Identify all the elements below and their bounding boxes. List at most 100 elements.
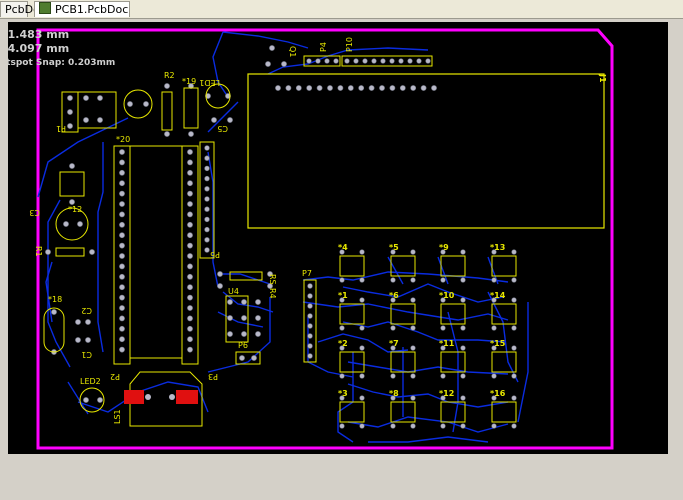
p6-label: P6	[238, 341, 248, 350]
ic-pin	[187, 169, 193, 176]
keypad-switch-body	[491, 401, 517, 423]
ic-pin	[187, 159, 193, 166]
switch-pin	[410, 345, 416, 351]
led1-label: LED1	[199, 78, 220, 87]
pad	[281, 61, 287, 67]
resistor-rs	[229, 271, 263, 281]
s19-label: *19	[182, 77, 196, 86]
ic-pin	[187, 242, 193, 249]
header-pin	[307, 343, 313, 349]
c5-label: C5	[217, 124, 228, 133]
keypad-switch-label: *4	[338, 243, 348, 252]
keypad-switch-label: *9	[439, 243, 449, 252]
p7-label: P7	[302, 269, 312, 278]
pad	[211, 117, 217, 123]
pad	[75, 337, 81, 343]
switch-pin	[460, 297, 466, 303]
switch-pin	[460, 325, 466, 331]
r1-label: R1	[34, 246, 43, 257]
ic-pin	[119, 294, 125, 301]
hud-x-readout: 81.483 mm	[8, 28, 70, 41]
keypad-switch-body	[491, 255, 517, 277]
connector-p1b	[77, 91, 117, 129]
header-p5	[199, 141, 215, 259]
switch-pin	[390, 277, 396, 283]
r4-label: R4	[268, 288, 277, 299]
pad	[269, 45, 275, 51]
pad	[227, 117, 233, 123]
header-pin	[307, 333, 313, 339]
switch-pin	[339, 373, 345, 379]
pad	[127, 101, 133, 107]
keypad-switches: *4*5*9*13*1*6*10*14*2*7*11*15*3*8*12*16	[338, 243, 517, 423]
tab-pcb1-pcbdoc[interactable]: PCB1.PcbDoc	[34, 1, 130, 17]
switch-pin	[390, 249, 396, 255]
header-pin	[204, 186, 210, 192]
header-pin	[425, 58, 431, 64]
j1-label: J1	[598, 73, 607, 83]
switch-pin	[511, 395, 517, 401]
switch-pin	[460, 373, 466, 379]
pad	[255, 331, 261, 337]
display-pin	[368, 85, 375, 91]
keypad-switch-label: *3	[338, 389, 348, 398]
switch-pin	[390, 297, 396, 303]
header-p6	[235, 351, 261, 365]
pcb-design-canvas[interactable]: J1 P4 P10 Q1 P1 R2 *19 LED1 C5 *20 P2 P3…	[8, 22, 668, 454]
switch-pin	[339, 395, 345, 401]
pad	[83, 397, 89, 403]
switch-pin	[359, 249, 365, 255]
switch-pin	[491, 345, 497, 351]
pad	[63, 221, 69, 227]
display-pin	[327, 85, 333, 91]
connector-pin	[83, 95, 89, 101]
ic-pin	[119, 315, 125, 322]
switch-pin	[390, 423, 396, 429]
keypad-switch-label: *16	[490, 389, 506, 398]
pad	[227, 315, 233, 321]
display-pin	[347, 85, 354, 91]
ic-pin	[187, 149, 193, 155]
switch-pin	[460, 423, 466, 429]
display-pin	[410, 85, 417, 91]
s20-label: *20	[116, 135, 130, 144]
p4-label: P4	[319, 42, 328, 52]
switch-pin	[460, 249, 466, 255]
header-pin	[307, 293, 313, 299]
pad	[77, 221, 83, 227]
display-pin	[389, 85, 396, 91]
ic-pin	[187, 315, 193, 322]
keypad-switch-label: *7	[389, 339, 399, 348]
ic-u4	[225, 295, 249, 343]
pad	[265, 61, 271, 67]
component-19	[183, 87, 199, 129]
ic-pin	[119, 336, 125, 343]
pad	[143, 101, 149, 107]
keypad-switch-body	[339, 351, 365, 373]
pad	[217, 283, 223, 289]
switch-pin	[440, 297, 446, 303]
keypad-switch-body	[491, 351, 517, 373]
switch-pin	[491, 277, 497, 283]
header-pin	[204, 237, 210, 243]
component-u-left	[59, 171, 85, 197]
ic-pin	[187, 180, 193, 187]
switch-pin	[339, 423, 345, 429]
pad	[225, 93, 231, 99]
pad	[188, 131, 194, 137]
ic-pin	[119, 149, 125, 155]
switch-pin	[491, 373, 497, 379]
ic-pin	[187, 221, 193, 228]
switch-pin	[410, 325, 416, 331]
ic-pin	[187, 284, 193, 291]
ic-pin	[119, 242, 125, 249]
ic-pin	[119, 190, 125, 197]
pad	[89, 249, 95, 255]
switch-pin	[440, 345, 446, 351]
tab-pcbdoc[interactable]: PcbDoc	[0, 1, 46, 17]
keypad-switch-label: *2	[338, 339, 348, 348]
p2-label: P2	[110, 372, 120, 381]
display-pin	[399, 85, 406, 91]
header-pin	[333, 58, 339, 64]
switch-pin	[511, 423, 517, 429]
